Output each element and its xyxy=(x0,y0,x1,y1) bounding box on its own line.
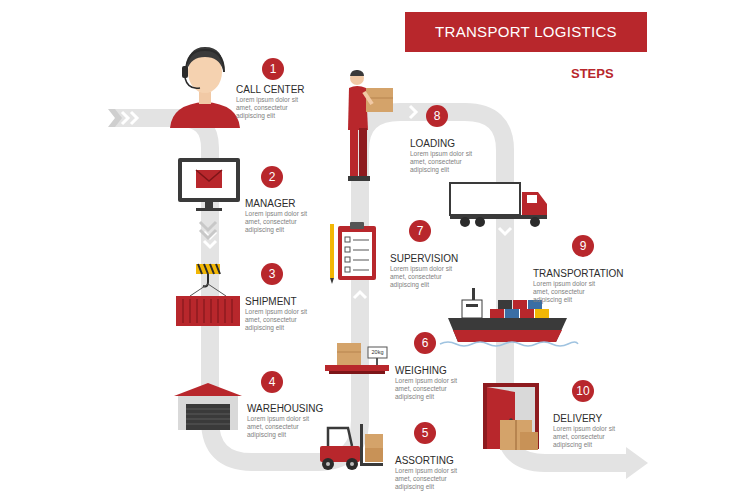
step-heading: CALL CENTER xyxy=(236,84,305,95)
truck xyxy=(450,183,547,227)
step-description: Lorem ipsum dolor sit amet, consectetur … xyxy=(410,150,484,173)
call-center-agent xyxy=(170,47,240,128)
monitor-icon xyxy=(178,158,240,238)
warehouse-building xyxy=(174,383,242,430)
subtitle-label: STEPS xyxy=(571,66,614,81)
step-node: 4WAREHOUSINGLorem ipsum dolor sit amet, … xyxy=(261,371,283,393)
callout-number: 9 xyxy=(572,235,594,257)
step-node: 3SHIPMENTLorem ipsum dolor sit amet, con… xyxy=(261,263,283,285)
step-node: 9TRANSPORTATIONLorem ipsum dolor sit ame… xyxy=(572,235,594,257)
callout-number: 3 xyxy=(261,263,283,285)
step-description: Lorem ipsum dolor sit amet, consectetur … xyxy=(236,96,310,119)
step-description: Lorem ipsum dolor sit amet, consectetur … xyxy=(245,210,319,233)
step-heading: MANAGER xyxy=(245,198,296,209)
step-heading: DELIVERY xyxy=(553,413,602,424)
step-heading: WEIGHING xyxy=(395,365,447,376)
step-description: Lorem ipsum dolor sit amet, consectetur … xyxy=(395,377,469,400)
callout-number: 7 xyxy=(409,220,431,242)
callout-number: 4 xyxy=(261,371,283,393)
step-node: 7SUPERVISIONLorem ipsum dolor sit amet, … xyxy=(409,220,431,242)
step-node: 2MANAGERLorem ipsum dolor sit amet, cons… xyxy=(261,166,283,188)
step-heading: ASSORTING xyxy=(395,455,454,466)
forklift xyxy=(320,424,383,470)
step-node: 5ASSORTINGLorem ipsum dolor sit amet, co… xyxy=(414,422,436,444)
delivery-door xyxy=(483,383,539,450)
step-description: Lorem ipsum dolor sit amet, consectetur … xyxy=(533,280,607,303)
callout-number: 2 xyxy=(261,166,283,188)
step-description: Lorem ipsum dolor sit amet, consectetur … xyxy=(390,265,464,288)
callout-number: 6 xyxy=(414,332,436,354)
callout-number: 10 xyxy=(572,380,594,402)
scale-readout: 20kg xyxy=(369,349,386,355)
step-heading: TRANSPORTATION xyxy=(533,268,624,279)
step-description: Lorem ipsum dolor sit amet, consectetur … xyxy=(247,415,321,438)
step-description: Lorem ipsum dolor sit amet, consectetur … xyxy=(553,425,627,448)
road xyxy=(115,112,628,463)
callout-number: 8 xyxy=(426,105,448,127)
step-node: 8LOADINGLorem ipsum dolor sit amet, cons… xyxy=(426,105,448,127)
step-heading: LOADING xyxy=(410,138,455,149)
loader-worker xyxy=(348,70,393,181)
title-banner: TRANSPORT LOGISTICS xyxy=(405,12,647,52)
step-node: 6WEIGHINGLorem ipsum dolor sit amet, con… xyxy=(414,332,436,354)
step-description: Lorem ipsum dolor sit amet, consectetur … xyxy=(395,467,469,490)
callout-number: 5 xyxy=(414,422,436,444)
callout-number: 1 xyxy=(262,58,284,80)
start-chevron xyxy=(108,109,122,127)
clipboard-checklist xyxy=(330,222,376,284)
step-heading: SUPERVISION xyxy=(390,253,458,264)
step-heading: SHIPMENT xyxy=(245,296,297,307)
road-arrowhead xyxy=(626,447,648,479)
weighing-scale xyxy=(325,343,389,374)
step-heading: WAREHOUSING xyxy=(247,403,323,414)
container-crane xyxy=(176,264,240,326)
step-node: 10DELIVERYLorem ipsum dolor sit amet, co… xyxy=(572,380,594,402)
step-description: Lorem ipsum dolor sit amet, consectetur … xyxy=(245,308,319,331)
step-node: 1CALL CENTERLorem ipsum dolor sit amet, … xyxy=(262,58,284,80)
